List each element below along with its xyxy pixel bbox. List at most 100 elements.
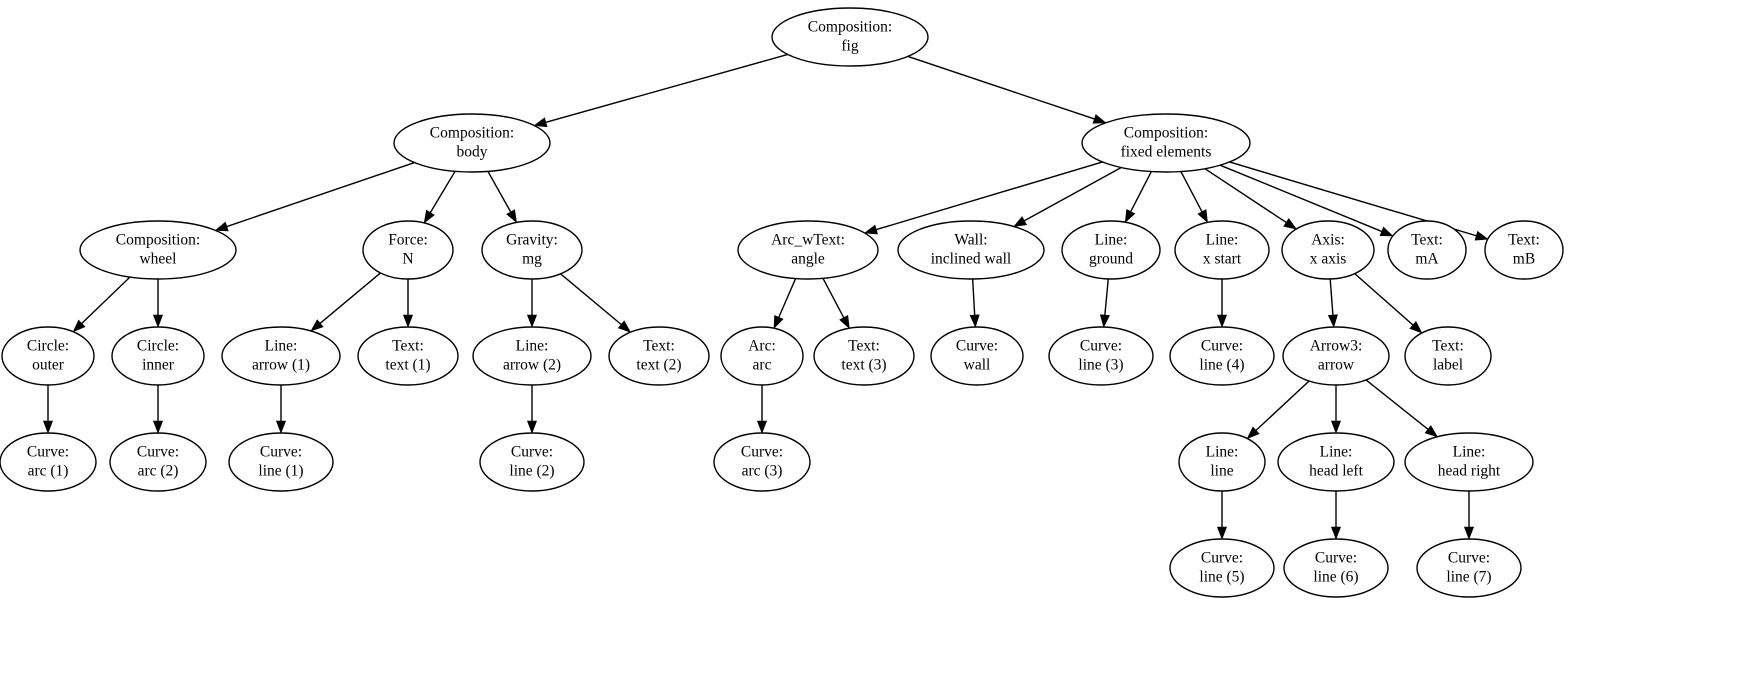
graph-node-wall[interactable]: Wall:inclined wall <box>897 220 1045 280</box>
node-ellipse[interactable] <box>1277 432 1395 492</box>
node-ellipse[interactable] <box>481 220 583 280</box>
graph-node-arrow3[interactable]: Arrow3:arrow <box>1282 326 1390 386</box>
node-ellipse[interactable] <box>362 220 454 280</box>
graph-node-curve_arc1[interactable]: Curve: arc (1) <box>0 432 97 492</box>
arrowhead-icon <box>617 320 632 333</box>
node-ellipse[interactable] <box>771 7 929 67</box>
graph-node-curve_line2[interactable]: Curve:line (2) <box>479 432 585 492</box>
node-label-type: Line: <box>1206 444 1239 461</box>
graph-node-line_xstart[interactable]: Line:x start <box>1174 220 1270 280</box>
graph-edge <box>1204 168 1297 230</box>
graph-node-body[interactable]: Composition:body <box>393 113 551 173</box>
node-ellipse[interactable] <box>897 220 1045 280</box>
arrowhead-icon <box>1197 209 1208 224</box>
graph-node-text_text2[interactable]: Text:text (2) <box>608 326 710 386</box>
node-ellipse[interactable] <box>0 432 97 492</box>
node-ellipse[interactable] <box>221 326 341 386</box>
node-label-type: Curve: <box>1448 550 1490 567</box>
arrowhead-icon <box>1092 114 1107 124</box>
node-label-name: arc (1) <box>28 463 69 480</box>
node-ellipse[interactable] <box>608 326 710 386</box>
node-label-type: Curve: <box>27 444 69 461</box>
arrowhead-icon <box>402 314 414 328</box>
edge-line <box>429 170 456 213</box>
node-ellipse[interactable] <box>111 326 205 386</box>
graph-node-gravity_mg[interactable]: Gravity:mg <box>481 220 583 280</box>
node-ellipse[interactable] <box>1416 538 1522 598</box>
node-ellipse[interactable] <box>1387 220 1467 280</box>
node-ellipse[interactable] <box>479 432 585 492</box>
node-ellipse[interactable] <box>813 326 915 386</box>
node-ellipse[interactable] <box>720 326 804 386</box>
node-label-type: Axis: <box>1311 232 1345 249</box>
node-ellipse[interactable] <box>228 432 334 492</box>
graph-node-curve_wall[interactable]: Curve:wall <box>930 326 1024 386</box>
node-label-name: mB <box>1513 251 1535 268</box>
graph-node-line_line[interactable]: Line: line <box>1178 432 1266 492</box>
graph-node-arc_arc[interactable]: Arc:arc <box>720 326 804 386</box>
graph-node-curve_arc3[interactable]: Curve:arc (3) <box>713 432 811 492</box>
node-ellipse[interactable] <box>1169 538 1275 598</box>
node-ellipse[interactable] <box>1048 326 1154 386</box>
graph-edge <box>1124 171 1152 224</box>
node-ellipse[interactable] <box>109 432 207 492</box>
node-ellipse[interactable] <box>1061 220 1161 280</box>
graph-node-line_headright[interactable]: Line:head right <box>1404 432 1534 492</box>
edge-line <box>907 55 1095 120</box>
arrowhead-icon <box>42 420 54 434</box>
node-ellipse[interactable] <box>357 326 459 386</box>
graph-node-line_headleft[interactable]: Line:head left <box>1277 432 1395 492</box>
node-ellipse[interactable] <box>713 432 811 492</box>
node-ellipse[interactable] <box>737 220 879 280</box>
graph-node-line_ground[interactable]: Line:ground <box>1061 220 1161 280</box>
graph-node-curve_line7[interactable]: Curve:line (7) <box>1416 538 1522 598</box>
node-ellipse[interactable] <box>1178 432 1266 492</box>
node-ellipse[interactable] <box>1174 220 1270 280</box>
graph-node-text_mb[interactable]: Text:mB <box>1484 220 1564 280</box>
graph-node-curve_line1[interactable]: Curve:line (1) <box>228 432 334 492</box>
node-ellipse[interactable] <box>1283 538 1389 598</box>
arrowhead-icon <box>1124 209 1136 224</box>
graph-node-wheel[interactable]: Composition:wheel <box>79 220 237 280</box>
node-label-type: Line: <box>1453 444 1486 461</box>
node-label-type: Arc_wText: <box>771 232 845 249</box>
graph-node-circle_inner[interactable]: Circle:inner <box>111 326 205 386</box>
node-ellipse[interactable] <box>1081 113 1251 173</box>
graph-node-line_arrow1[interactable]: Line:arrow (1) <box>221 326 341 386</box>
node-label-type: Curve: <box>511 444 553 461</box>
node-ellipse[interactable] <box>1484 220 1564 280</box>
graph-node-text_text1[interactable]: Text:text (1) <box>357 326 459 386</box>
node-ellipse[interactable] <box>393 113 551 173</box>
node-ellipse[interactable] <box>1404 326 1492 386</box>
node-ellipse[interactable] <box>1169 326 1275 386</box>
node-ellipse[interactable] <box>472 326 592 386</box>
node-label-name: outer <box>32 357 65 374</box>
graph-node-curve_arc2[interactable]: Curve:arc (2) <box>109 432 207 492</box>
graph-node-text_text3[interactable]: Text:text (3) <box>813 326 915 386</box>
node-ellipse[interactable] <box>1404 432 1534 492</box>
node-ellipse[interactable] <box>1282 326 1390 386</box>
node-ellipse[interactable] <box>1 326 95 386</box>
graph-node-curve_line5[interactable]: Curve:line (5) <box>1169 538 1275 598</box>
graph-edge <box>42 385 54 434</box>
graph-node-text_label[interactable]: Text:label <box>1404 326 1492 386</box>
graph-node-curve_line6[interactable]: Curve:line (6) <box>1283 538 1389 598</box>
node-ellipse[interactable] <box>1281 220 1375 280</box>
graph-node-curve_line4[interactable]: Curve:line (4) <box>1169 326 1275 386</box>
graph-node-fig[interactable]: Composition:fig <box>771 7 929 67</box>
graph-node-force_n[interactable]: Force:N <box>362 220 454 280</box>
graph-node-axis_x[interactable]: Axis:x axis <box>1281 220 1375 280</box>
graph-node-arc_wtext[interactable]: Arc_wText:angle <box>737 220 879 280</box>
graph-node-text_ma[interactable]: Text:mA <box>1387 220 1467 280</box>
graph-node-fixed[interactable]: Composition:fixed elements <box>1081 113 1251 173</box>
node-ellipse[interactable] <box>930 326 1024 386</box>
arrowhead-icon <box>506 209 517 224</box>
graph-node-circle_outer[interactable]: Circle:outer <box>1 326 95 386</box>
arrowhead-icon <box>1474 230 1489 241</box>
graph-node-line_arrow2[interactable]: Line:arrow (2) <box>472 326 592 386</box>
node-label-name: line <box>1210 463 1233 480</box>
node-ellipse[interactable] <box>79 220 237 280</box>
graph-node-curve_line3[interactable]: Curve:line (3) <box>1048 326 1154 386</box>
arrowhead-icon <box>275 420 287 434</box>
node-label-name: head left <box>1309 463 1363 480</box>
